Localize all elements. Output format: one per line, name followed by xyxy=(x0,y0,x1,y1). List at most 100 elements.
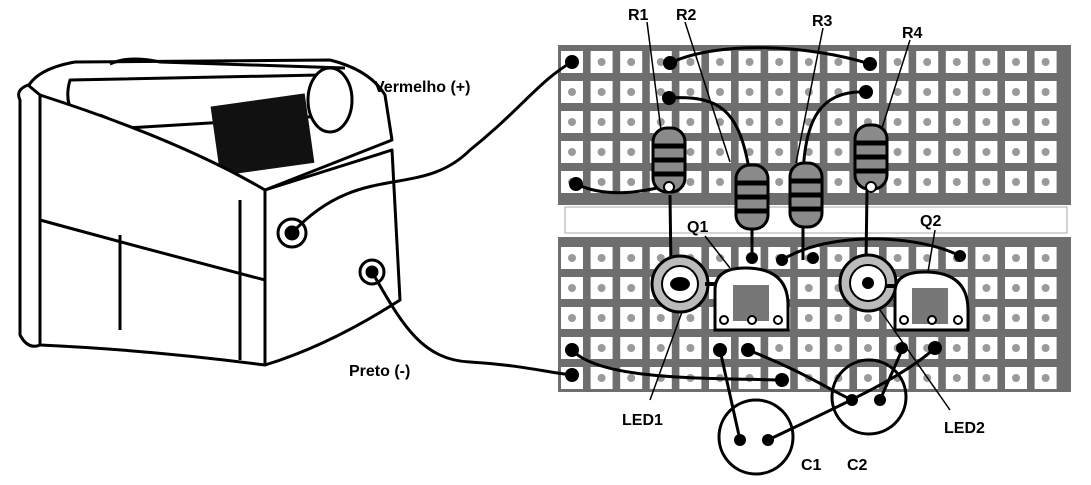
pad-hole xyxy=(834,58,843,66)
pad-hole xyxy=(1012,314,1020,322)
resistor-r1 xyxy=(651,126,687,194)
pad-hole xyxy=(716,88,724,96)
pad-hole xyxy=(982,148,991,156)
pad-hole xyxy=(834,148,843,156)
pad-hole xyxy=(568,314,576,322)
pad-hole xyxy=(1041,148,1050,156)
pad-hole xyxy=(834,344,843,352)
pad-hole xyxy=(597,284,606,292)
pad-hole xyxy=(982,88,991,96)
pad-hole xyxy=(893,148,902,156)
label-r3: R3 xyxy=(812,13,833,30)
pad-hole xyxy=(952,58,961,66)
pad-hole xyxy=(745,118,754,126)
pad-hole xyxy=(597,254,606,262)
pad-hole xyxy=(656,344,665,352)
pad-hole xyxy=(864,344,872,352)
pad-hole xyxy=(745,58,754,66)
pad-hole xyxy=(775,58,784,66)
pad-hole xyxy=(1012,88,1020,96)
capacitor-c1 xyxy=(717,398,795,476)
pad-hole xyxy=(804,88,813,96)
pad-hole xyxy=(1041,58,1050,66)
pad-hole xyxy=(982,314,991,322)
pad-hole xyxy=(923,178,932,186)
pad-hole xyxy=(627,374,636,382)
pad-hole xyxy=(1041,118,1050,126)
pad-hole xyxy=(597,374,606,382)
pad-hole xyxy=(597,58,606,66)
pad-hole xyxy=(952,118,961,126)
pad-hole xyxy=(656,314,665,322)
pad-hole xyxy=(804,58,813,66)
pad-hole xyxy=(864,314,872,322)
pad-hole xyxy=(597,178,606,186)
pad-hole xyxy=(716,58,724,66)
pad-hole xyxy=(686,118,695,126)
label-r1: R1 xyxy=(628,7,649,24)
pad-hole xyxy=(686,58,695,66)
pad-hole xyxy=(597,314,606,322)
leader-lines xyxy=(646,21,951,411)
transistor-q2 xyxy=(893,270,970,332)
pad-hole xyxy=(597,118,606,126)
pad-hole xyxy=(568,88,576,96)
pad-hole xyxy=(952,148,961,156)
pad-hole xyxy=(568,254,576,262)
pad-hole xyxy=(923,88,932,96)
pad-hole xyxy=(745,88,754,96)
pad-hole xyxy=(982,118,991,126)
pad-hole xyxy=(982,344,991,352)
pad-hole xyxy=(627,148,636,156)
labels: Vermelho (+) Preto (-) R1 R2 R3 R4 Q1 Q2… xyxy=(349,7,985,474)
pad-hole xyxy=(893,88,902,96)
pad-hole xyxy=(923,58,932,66)
pad-hole xyxy=(627,88,636,96)
pad-hole xyxy=(686,88,695,96)
pad-hole xyxy=(775,344,784,352)
pad-hole xyxy=(656,118,665,126)
led2 xyxy=(838,253,898,313)
pad-hole xyxy=(1041,88,1050,96)
battery-holder xyxy=(17,57,402,367)
pad-hole xyxy=(597,148,606,156)
pad-hole xyxy=(804,344,813,352)
pad-hole xyxy=(923,148,932,156)
pad-hole xyxy=(568,148,576,156)
pad-hole xyxy=(627,314,636,322)
pad-hole xyxy=(745,148,754,156)
pad-hole xyxy=(627,58,636,66)
pad-hole xyxy=(1012,284,1020,292)
label-q1: Q1 xyxy=(687,219,708,236)
pad-hole xyxy=(716,254,724,262)
pad-hole xyxy=(656,254,665,262)
led1 xyxy=(650,254,720,314)
transistor-q1 xyxy=(713,266,790,332)
pad-hole xyxy=(716,178,724,186)
pad-hole xyxy=(568,284,576,292)
pad-hole xyxy=(686,344,695,352)
resistors xyxy=(651,123,889,231)
pad-hole xyxy=(1012,118,1020,126)
resistor-r4 xyxy=(853,123,889,193)
pad-hole xyxy=(834,178,843,186)
pad-hole xyxy=(982,284,991,292)
label-c2: C2 xyxy=(847,457,868,474)
pad-hole xyxy=(834,314,843,322)
pad-hole xyxy=(982,254,991,262)
pad-hole xyxy=(775,88,784,96)
pad-hole xyxy=(804,148,813,156)
pad-hole xyxy=(627,344,636,352)
label-positive-wire: Vermelho (+) xyxy=(374,79,470,96)
pad-hole xyxy=(775,148,784,156)
wire-black xyxy=(370,271,573,377)
pad-hole xyxy=(952,88,961,96)
label-q2: Q2 xyxy=(920,213,941,230)
capacitor-c2 xyxy=(830,358,908,436)
pad-hole xyxy=(804,314,813,322)
pad-hole xyxy=(952,344,961,352)
resistor-r2 xyxy=(734,163,770,231)
pad-hole xyxy=(893,178,902,186)
pad-hole xyxy=(686,148,695,156)
